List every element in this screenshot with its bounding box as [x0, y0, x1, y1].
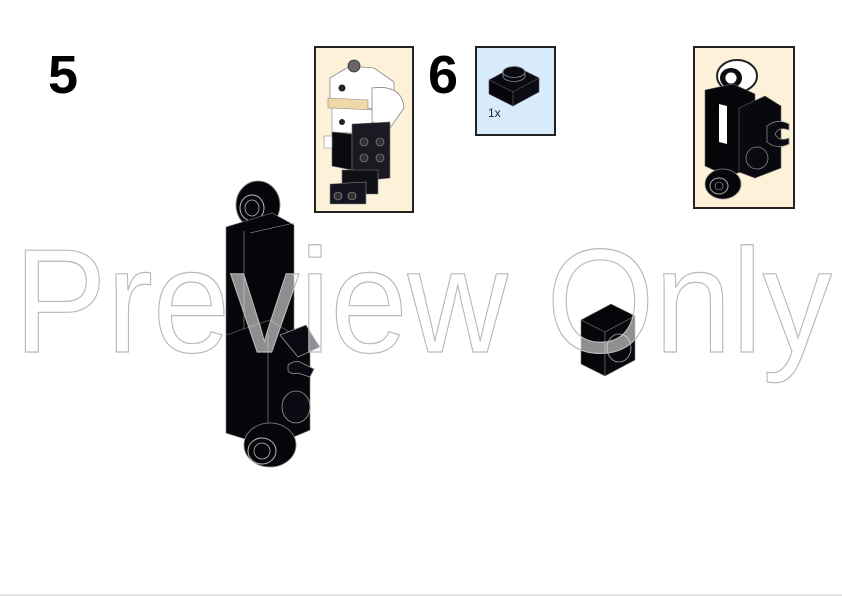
- step-5-main-model: [225, 180, 321, 468]
- part-quantity: 1x: [488, 106, 501, 120]
- step-5-submodel-callout: [314, 46, 414, 213]
- figure-submodel-illustration: [323, 59, 405, 205]
- step-6-number: 6: [428, 45, 459, 105]
- arm-submodel-illustration: [704, 59, 790, 200]
- step-6-parts-list: 1x: [475, 46, 556, 136]
- black-plate-1x1-part-icon: [488, 65, 540, 107]
- step-5-number: 5: [48, 45, 79, 105]
- watermark-text: Preview Only: [14, 219, 832, 384]
- page-bottom-border: [0, 594, 842, 596]
- step-6-submodel-callout: [693, 46, 795, 209]
- step-6-main-model: [580, 303, 636, 377]
